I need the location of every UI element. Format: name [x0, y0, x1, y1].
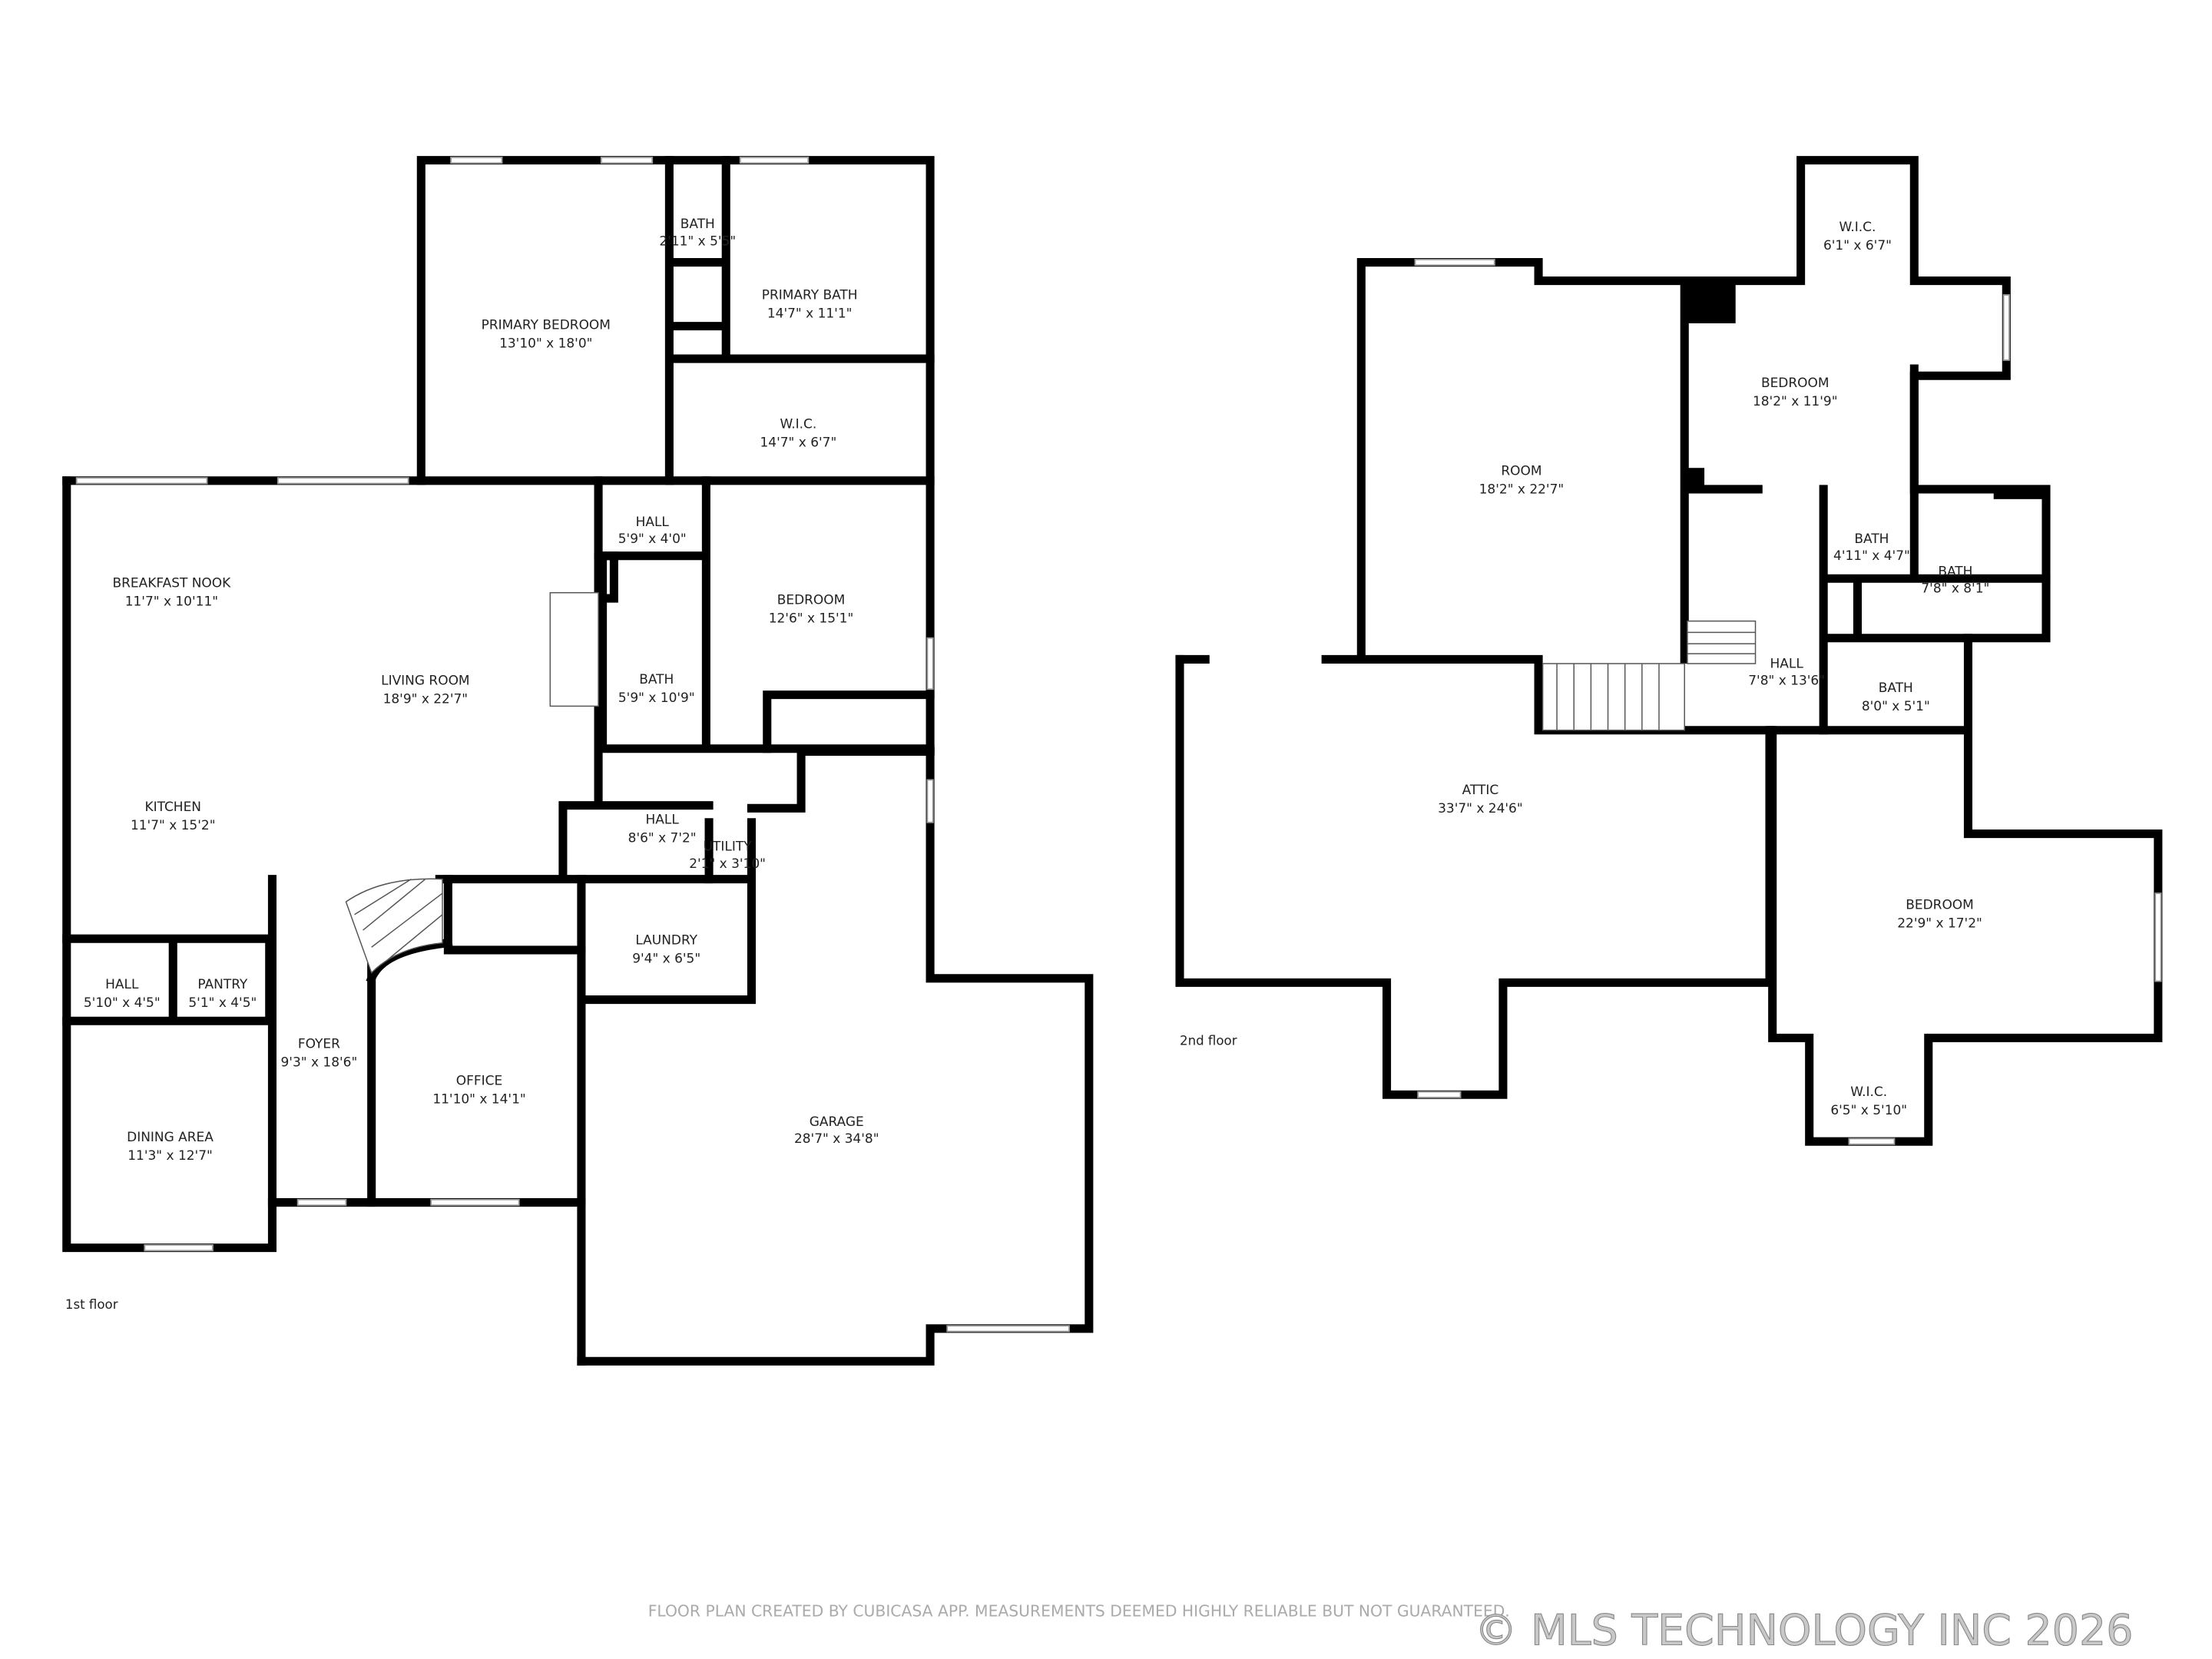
room-size: 18'2" x 11'9" [1753, 394, 1838, 409]
room-name: UTILITY [704, 839, 753, 855]
room-name: HALL [1770, 657, 1804, 672]
room-size: 18'2" x 22'7" [1479, 482, 1565, 497]
room-name: W.I.C. [780, 417, 816, 432]
room-name: BEDROOM [1906, 897, 1974, 912]
room-name: W.I.C. [1850, 1084, 1887, 1100]
room-size: 6'5" x 5'10" [1830, 1103, 1907, 1118]
room-size: 7'8" x 13'6" [1748, 674, 1825, 689]
room-name: BATH [1854, 531, 1889, 547]
room-size: 8'0" x 5'1" [1862, 699, 1930, 714]
room-size: 12'6" x 15'1" [769, 611, 854, 626]
room-size: 28'7" x 34'8" [794, 1131, 879, 1147]
second-floor-windows [1414, 258, 2162, 1145]
room-size: 11'3" x 12'7" [127, 1148, 213, 1164]
room-name: DINING AREA [127, 1130, 214, 1145]
room-name: KITCHEN [144, 800, 201, 815]
room-name: HALL [636, 515, 670, 530]
room-size: 2'1" x 3'10" [689, 856, 766, 872]
room-size: 13'10" x 18'0" [499, 336, 592, 351]
room-size: 33'7" x 24'6" [1438, 801, 1523, 816]
room-size: 5'10" x 4'5" [84, 995, 161, 1011]
room-size: 9'3" x 18'6" [281, 1055, 358, 1070]
room-name: BATH [1879, 680, 1913, 696]
room-name: PANTRY [197, 977, 248, 992]
room-size: 8'6" x 7'2" [628, 831, 697, 846]
room-name: LAUNDRY [635, 933, 697, 949]
room-name: FOYER [298, 1036, 340, 1051]
room-size: 11'7" x 15'2" [131, 818, 216, 833]
room-name: HALL [646, 813, 680, 828]
room-size: 5'1" x 4'5" [188, 995, 257, 1011]
room-size: 11'7" x 10'11" [125, 594, 218, 609]
room-name: GARAGE [810, 1114, 864, 1130]
room-size: 14'7" x 11'1" [767, 306, 853, 322]
room-size: 2'11" x 5'5" [659, 233, 736, 249]
room-name: PRIMARY BATH [762, 288, 858, 303]
room-size: 5'9" x 10'9" [618, 690, 695, 706]
room-name: W.I.C. [1839, 220, 1876, 235]
room-name: BATH [639, 672, 674, 687]
second-floor-labels: W.I.C. 6'1" x 6'7" ROOM 18'2" x 22'7" BE… [1180, 220, 1989, 1118]
room-name: HALL [105, 977, 139, 992]
room-size: 5'9" x 4'0" [618, 531, 687, 547]
room-size: 9'4" x 6'5" [632, 952, 700, 967]
disclaimer: FLOOR PLAN CREATED BY CUBICASA APP. MEAS… [648, 1602, 1510, 1621]
room-size: 18'9" x 22'7" [383, 692, 469, 707]
first-floor-windows [75, 157, 1070, 1333]
room-name: ATTIC [1462, 783, 1499, 798]
floor-label: 2nd floor [1180, 1034, 1237, 1048]
room-name: OFFICE [456, 1073, 502, 1088]
room-name: BEDROOM [777, 592, 846, 608]
floor-label: 1st floor [65, 1297, 118, 1312]
room-name: BATH [1938, 565, 1972, 580]
fireplace [549, 591, 599, 707]
room-size: 6'1" x 6'7" [1823, 238, 1892, 253]
room-size: 14'7" x 6'7" [760, 435, 837, 451]
first-floor-labels: PRIMARY BEDROOM 13'10" x 18'0" BATH 2'11… [65, 217, 879, 1312]
room-size: 4'11" x 4'7" [1833, 548, 1910, 564]
room-name: BATH [680, 217, 715, 232]
room-name: BREAKFAST NOOK [113, 575, 232, 591]
room-name: LIVING ROOM [381, 674, 469, 689]
room-size: 11'10" x 14'1" [432, 1091, 525, 1107]
room-name: ROOM [1501, 463, 1541, 478]
room-size: 7'8" x 8'1" [1921, 581, 1989, 597]
first-floor-walls [62, 156, 1094, 1366]
room-name: PRIMARY BEDROOM [482, 317, 611, 333]
watermark: © MLS TECHNOLOGY INC 2026 [1475, 1607, 2133, 1656]
second-floor-walls [1175, 156, 2163, 1146]
room-size: 22'9" x 17'2" [1897, 916, 1982, 931]
room-name: BEDROOM [1761, 376, 1830, 391]
